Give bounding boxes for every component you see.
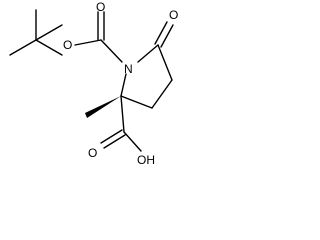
- atom-o-acid-carbonyl: O: [88, 146, 97, 160]
- wedge-bond-methyl: [85, 96, 121, 118]
- bond-lactam-c-o-double-2: [160, 24, 174, 48]
- atom-o-boc-carbonyl: O: [96, 0, 105, 14]
- bond-carboxyl-c-o-double-2: [103, 134, 126, 149]
- atom-oh-acid: OH: [137, 153, 155, 167]
- bond-c4-to-c3: [151, 79, 173, 109]
- bond-carboxyl-c-o-double-1: [100, 129, 123, 144]
- molecule-structure: O O N O O OH: [9, 0, 178, 167]
- bond-carboxyl-c-oh: [123, 131, 142, 152]
- bond-c2-to-n: [120, 73, 127, 97]
- bond-lactam-c-o-double-1: [154, 21, 168, 45]
- atom-n-ring: N: [124, 62, 133, 76]
- atom-o-ester: O: [63, 38, 72, 52]
- bond-tbu-methyl-left: [9, 39, 37, 56]
- bond-o-to-carbonyl: [74, 39, 102, 46]
- bond-c5-to-c4: [157, 44, 173, 81]
- bond-tbu-to-o: [35, 24, 63, 41]
- bond-c3-to-c2: [120, 95, 153, 109]
- bond-c2-to-carboxyl: [120, 95, 125, 133]
- bond-tbu-methyl-right: [35, 39, 63, 56]
- bond-carbonyl-to-n: [100, 39, 123, 63]
- structure-diagram: O O N O O OH: [9, 0, 178, 167]
- bond-n-to-c5: [137, 44, 159, 63]
- atom-o-lactam: O: [169, 8, 178, 22]
